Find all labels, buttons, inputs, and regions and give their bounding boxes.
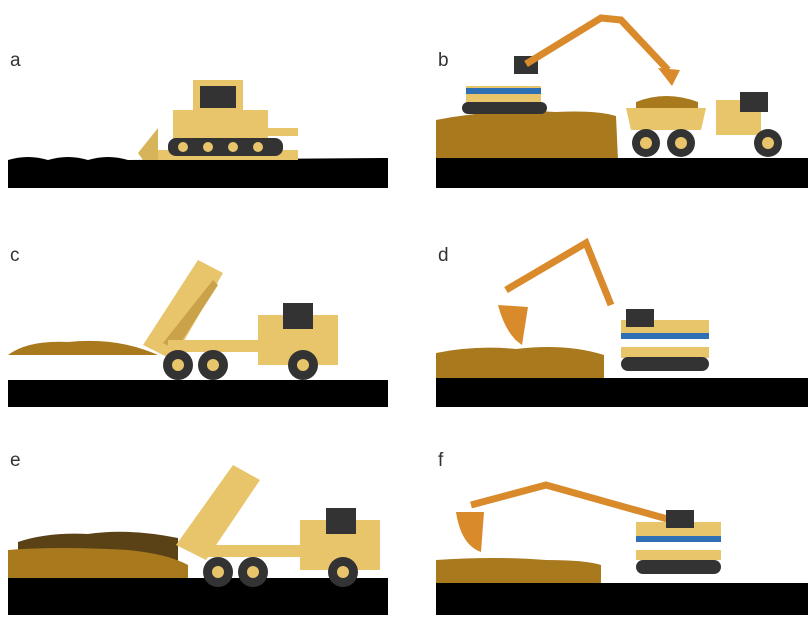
dump-truck bbox=[176, 465, 380, 587]
panel-a: a bbox=[8, 50, 388, 230]
panel-f: f bbox=[436, 450, 808, 630]
ground bbox=[436, 378, 808, 407]
panel-e: e bbox=[8, 450, 388, 630]
panel-a-illustration bbox=[8, 50, 388, 230]
soil-layer bbox=[436, 558, 601, 585]
dump-truck bbox=[143, 260, 338, 380]
soil-layer bbox=[436, 347, 604, 380]
ground bbox=[8, 380, 388, 407]
panel-c-illustration bbox=[8, 245, 388, 425]
panel-b-illustration bbox=[436, 50, 808, 230]
ground bbox=[8, 157, 388, 188]
panel-b: b bbox=[436, 50, 808, 230]
panel-d-illustration bbox=[436, 245, 808, 425]
soil-mound bbox=[436, 111, 618, 160]
ground bbox=[436, 158, 808, 188]
ground bbox=[8, 578, 388, 615]
dump-truck bbox=[626, 92, 782, 157]
panel-e-illustration bbox=[8, 450, 388, 630]
ground bbox=[436, 583, 808, 615]
soil-pile bbox=[8, 341, 158, 355]
panel-f-illustration bbox=[436, 450, 808, 630]
bulldozer bbox=[138, 80, 298, 160]
panel-d: d bbox=[436, 245, 808, 425]
panel-c: c bbox=[8, 245, 388, 425]
